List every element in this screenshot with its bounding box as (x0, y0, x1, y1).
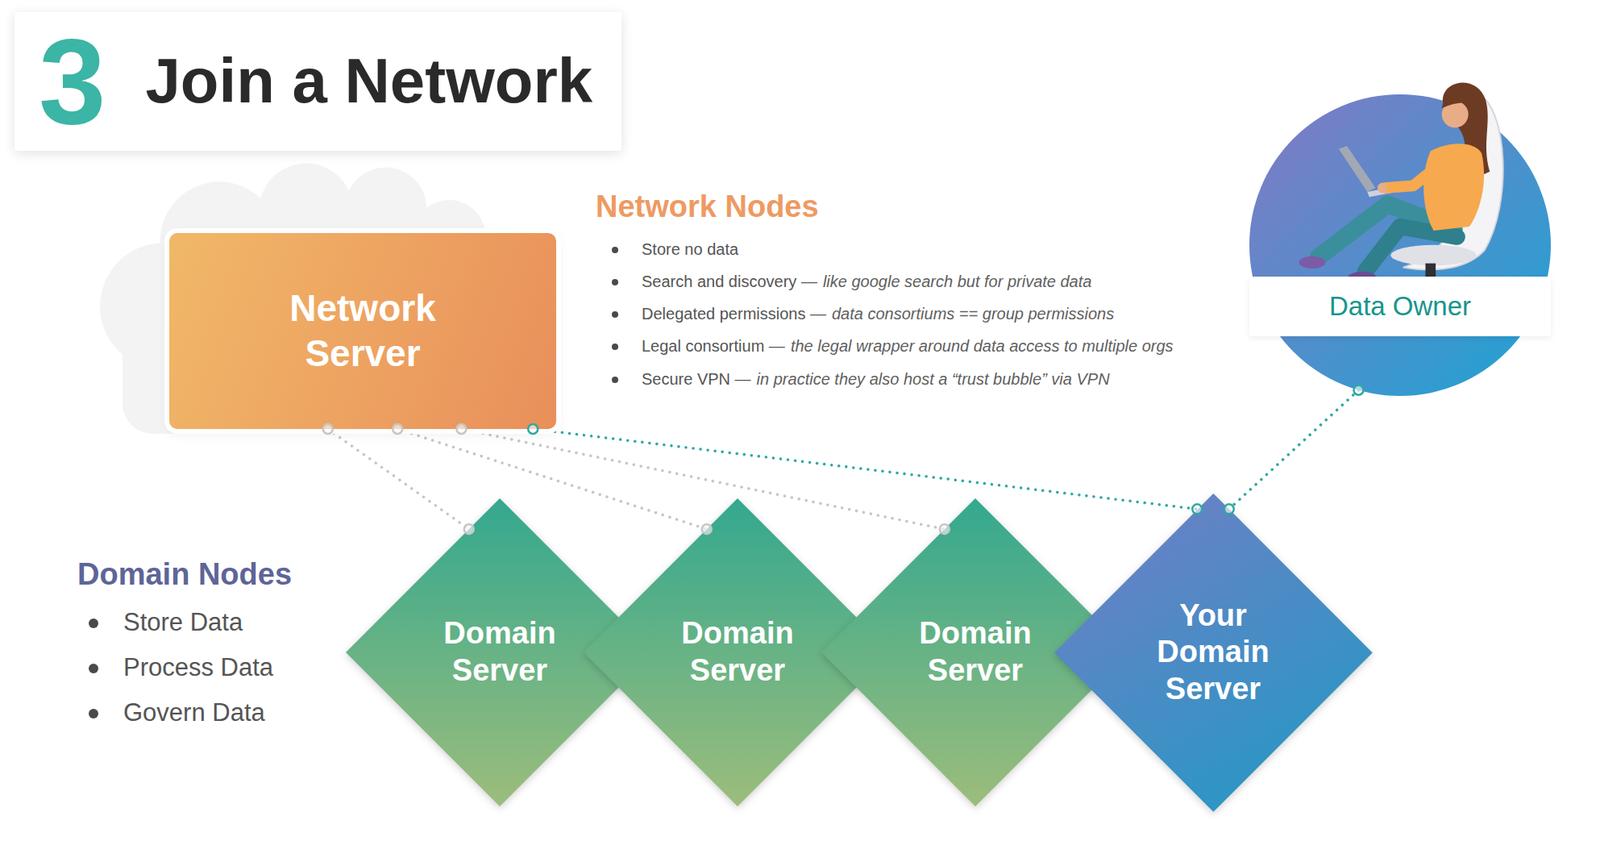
text-row: Search and discovery —like google search… (641, 271, 1092, 291)
list-text: Domain Nodes (77, 556, 292, 594)
bullet-dot (611, 278, 619, 286)
step-number: 3 (38, 20, 106, 142)
text-row: Secure VPN —in practice they also host a… (641, 369, 1110, 389)
list-text: Store no data (641, 239, 739, 259)
bullet-dot (611, 343, 619, 350)
connector-end-ring (527, 423, 538, 434)
connector-end-ring (464, 523, 474, 534)
bullet-dot (88, 663, 99, 674)
text-row: Store Data (123, 606, 243, 637)
connector-end-ring (939, 523, 950, 534)
dotted-connector (328, 428, 470, 529)
text-row: Delegated permissions —data consortiums … (641, 303, 1114, 324)
dotted-connector (461, 428, 944, 529)
connector-end-ring (702, 523, 712, 534)
connector-end-ring (1192, 503, 1202, 514)
bullet-detail: in practice they also host a “trust bubb… (756, 369, 1110, 389)
diamond-fill (1054, 493, 1373, 812)
connector-end-ring (1224, 503, 1235, 514)
list-text: Legal consortium — (641, 336, 786, 356)
list-text: Secure VPN — (641, 369, 752, 389)
node-label: Domain Server (415, 615, 585, 689)
text-row: Process Data (123, 652, 274, 682)
node-label: Network Server (241, 286, 484, 375)
bullet-dot (611, 246, 619, 254)
node-label: Domain Server (652, 615, 823, 689)
node-label: Data Owner (1249, 276, 1551, 337)
bullet-detail: data consortiums == group permissions (831, 303, 1114, 324)
bullet-dot (88, 618, 99, 628)
text-row: Legal consortium —the legal wrapper arou… (641, 336, 1174, 356)
list-text: Govern Data (123, 697, 266, 728)
text-row: Store no data (641, 239, 739, 259)
title: Join a Network (145, 43, 593, 120)
bullet-detail: the legal wrapper around data access to … (790, 336, 1174, 356)
list-text: Search and discovery — (641, 271, 818, 291)
node-label: Domain Server (890, 615, 1060, 689)
bullet-dot (611, 376, 619, 383)
node-label: Your Domain Server (1128, 597, 1298, 708)
data-owner-circle: Data Owner (1249, 94, 1551, 396)
network-server-box: Network Server (169, 232, 557, 429)
dotted-connector (1229, 390, 1359, 510)
connector-end-ring (456, 423, 466, 434)
your-domain-diamond: Your Domain Server (1054, 493, 1373, 812)
list-text: Process Data (123, 652, 274, 682)
circle-shape (1249, 94, 1551, 396)
list-text: Network Nodes (595, 188, 819, 226)
list-text: Store Data (123, 606, 243, 637)
title-panel: 3 Join a Network (14, 12, 622, 151)
connector-end-ring (1353, 385, 1364, 395)
list-text: Delegated permissions — (641, 303, 827, 324)
bullet-dot (611, 311, 619, 318)
text-row: Network Nodes (595, 188, 819, 226)
circle-fill (1249, 94, 1551, 396)
dotted-connector (532, 428, 1197, 509)
bullet-dot (88, 708, 99, 719)
dotted-connector (397, 428, 707, 529)
text-row: Govern Data (123, 697, 266, 728)
text-row: Domain Nodes (77, 556, 292, 594)
connector-end-ring (323, 423, 333, 434)
bullet-detail: like google search but for private data (822, 271, 1093, 291)
connector-end-ring (392, 423, 403, 434)
